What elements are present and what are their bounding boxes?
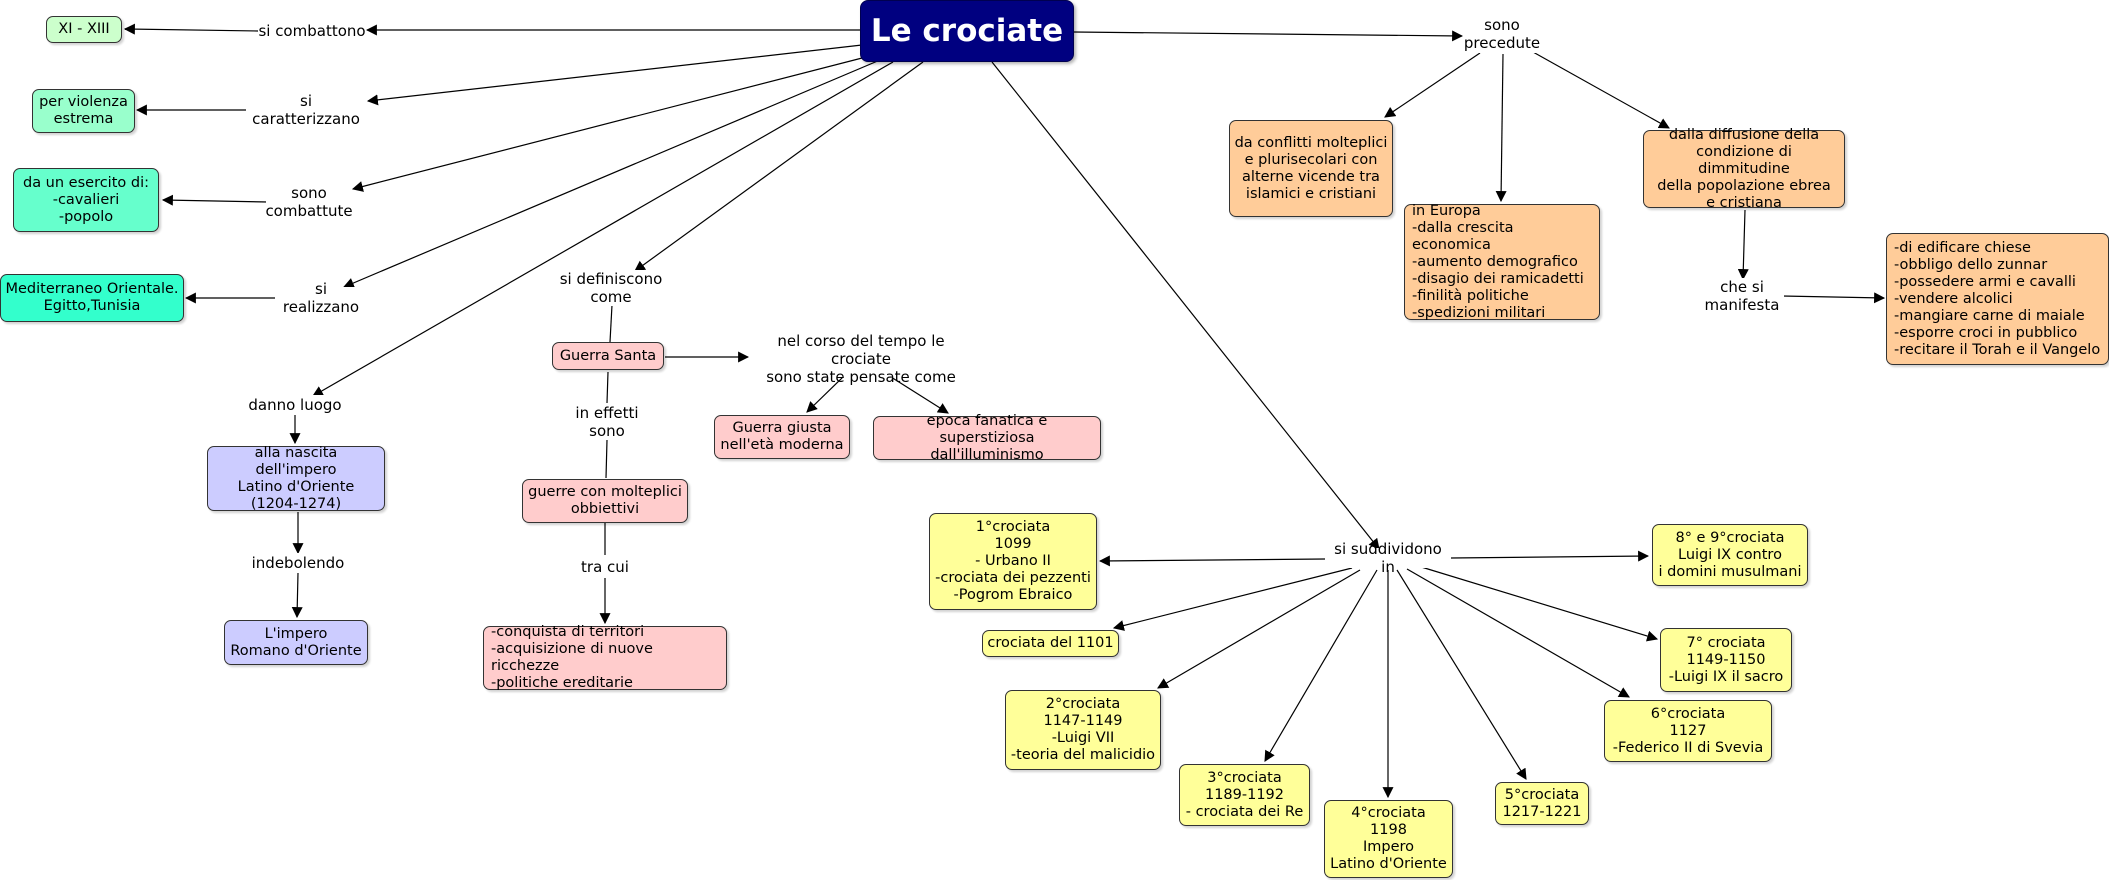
edge-manifesta-restrictions [1781,292,1886,304]
edge-effetti-wars [605,439,608,479]
edge-title-caratterizzano [366,44,863,106]
crusade-7[interactable]: 7° crociata 1149-1150 -Luigi IX il sacro [1660,628,1792,692]
edge-sudd-c1101 [1112,567,1353,631]
edge-sudd-c89 [1450,550,1650,562]
link-label-pensate: nel corso del tempo le crociate sono sta… [750,332,972,386]
link-label-precedute-visible: sono precedute [1463,15,1541,53]
link-label-definiscono: si definiscono come [556,270,666,306]
concept-army[interactable]: da un esercito di: -cavalieri -popolo [13,168,159,232]
concept-dhimmitude[interactable]: dalla diffusione della condizione di dim… [1643,127,1845,211]
edge-title-definiscono [634,61,924,272]
crusade-3[interactable]: 3°crociata 1189-1192 - crociata dei Re [1179,764,1310,826]
link-label-combattono: si combattono [258,20,366,42]
edge-dhimmi-manifesta [1737,209,1749,281]
edge-title-suddividono [991,61,1380,550]
crusade-8-9[interactable]: 8° e 9°crociata Luigi IX contro i domini… [1652,524,1808,586]
link-label-manifesta: che si manifesta [1700,278,1784,314]
crusade-2[interactable]: 2°crociata 1147-1149 -Luigi VII -teoria … [1005,690,1161,770]
concept-europe[interactable]: in Europa -dalla crescita economica -aum… [1404,203,1600,321]
concept-conflicts[interactable]: da conflitti molteplici e plurisecolari … [1229,120,1393,217]
edge-sudd-c3 [1264,569,1378,762]
crusade-6[interactable]: 6°crociata 1127 -Federico II di Svevia [1604,700,1772,762]
edge-sudd-c1 [1098,555,1326,567]
concept-latin-empire[interactable]: alla nascita dell'impero Latino d'Orient… [207,445,385,512]
edge-combattute-army [161,194,269,206]
link-label-danno-luogo: danno luogo [248,395,342,415]
concept-restrictions[interactable]: -di edificare chiese -obbligo dello zunn… [1886,233,2109,365]
crusade-4[interactable]: 4°crociata 1198 Impero Latino d'Oriente [1324,800,1453,878]
concept-just-war[interactable]: Guerra giusta nell'età moderna [714,415,850,459]
edge-definiscono-holy [609,304,613,343]
link-label-tra-cui: tra cui [573,557,637,577]
concept-objectives-list[interactable]: -conquista di territori -acquisizione di… [483,624,727,691]
concept-wars-objectives[interactable]: guerre con molteplici obbiettivi [522,479,688,523]
concept-places[interactable]: Mediterraneo Orientale. Egitto,Tunisia [0,274,184,322]
link-label-indebolendo: indebolendo [250,553,346,573]
edge-precedute-dhimmi [1532,51,1670,129]
edge-pensate-fanatic [890,376,949,414]
crusade-5[interactable]: 5°crociata 1217-1221 [1495,782,1589,825]
edge-precedute-conflicts [1384,52,1481,118]
edge-title-precedute [1073,30,1464,42]
edge-sudd-c7 [1417,565,1659,642]
crusade-1[interactable]: 1°crociata 1099 - Urbano II -crociata de… [929,513,1097,610]
title-node[interactable]: Le crociate [860,0,1074,62]
edge-title-realizzano [342,59,881,289]
link-label-combattute: sono combattute [265,182,353,222]
edge-sudd-c6 [1406,568,1630,698]
edge-precedute-europe [1495,53,1507,203]
edge-title-combattute [351,56,867,192]
link-label-caratterizzano: si caratterizzano [246,92,366,128]
edge-holy-effetti [606,371,609,404]
edge-sudd-c2 [1157,569,1361,689]
crusade-1101[interactable]: crociata del 1101 [982,630,1119,657]
edge-sudd-c5 [1396,569,1527,780]
concept-fanatic-epoch[interactable]: epoca fanatica e superstiziosa dall'illu… [873,413,1101,463]
concept-period[interactable]: XI - XIII [46,16,122,43]
concept-holy-war[interactable]: Guerra Santa [552,342,664,370]
edge-indebolendo-roman [291,572,303,619]
edge-pensate-just [806,376,844,413]
edge-combattono-period [123,23,259,35]
link-label-suddividono: si suddividono in [1326,540,1450,576]
edge-title-dannoluogo [312,61,894,397]
concept-roman-empire[interactable]: L'impero Romano d'Oriente [224,620,368,665]
link-label-effetti: in effetti sono [566,404,648,440]
concept-violence[interactable]: per violenza estrema [32,89,135,133]
link-label-realizzano: si realizzano [275,280,367,316]
